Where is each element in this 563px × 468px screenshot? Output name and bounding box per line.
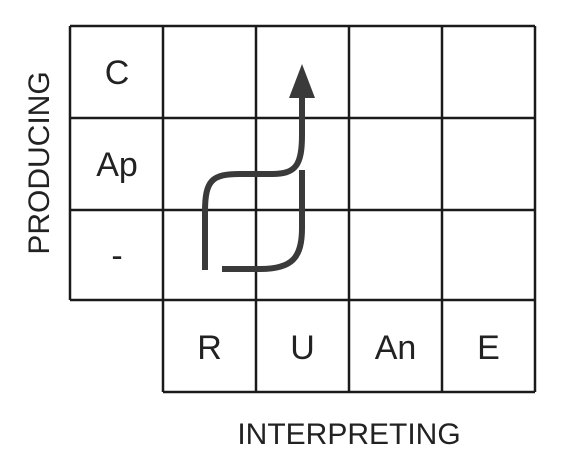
row-labels: C Ap - xyxy=(96,54,138,275)
column-label-r: R xyxy=(197,329,222,367)
grid xyxy=(68,24,537,394)
arrow-head-icon xyxy=(289,64,315,98)
row-label-dash: - xyxy=(111,237,122,275)
column-label-u: U xyxy=(290,329,315,367)
column-label-an: An xyxy=(375,329,417,367)
row-label-c: C xyxy=(105,54,130,92)
column-label-e: E xyxy=(477,329,500,367)
progression-arrow xyxy=(202,64,315,272)
column-labels: R U An E xyxy=(197,329,500,367)
vertical-axis-label: PRODUCING xyxy=(23,71,56,254)
arrow-loop-path xyxy=(202,98,305,270)
arrow-return-path xyxy=(222,170,305,272)
horizontal-axis-label: INTERPRETING xyxy=(237,418,460,451)
row-label-ap: Ap xyxy=(96,146,138,184)
